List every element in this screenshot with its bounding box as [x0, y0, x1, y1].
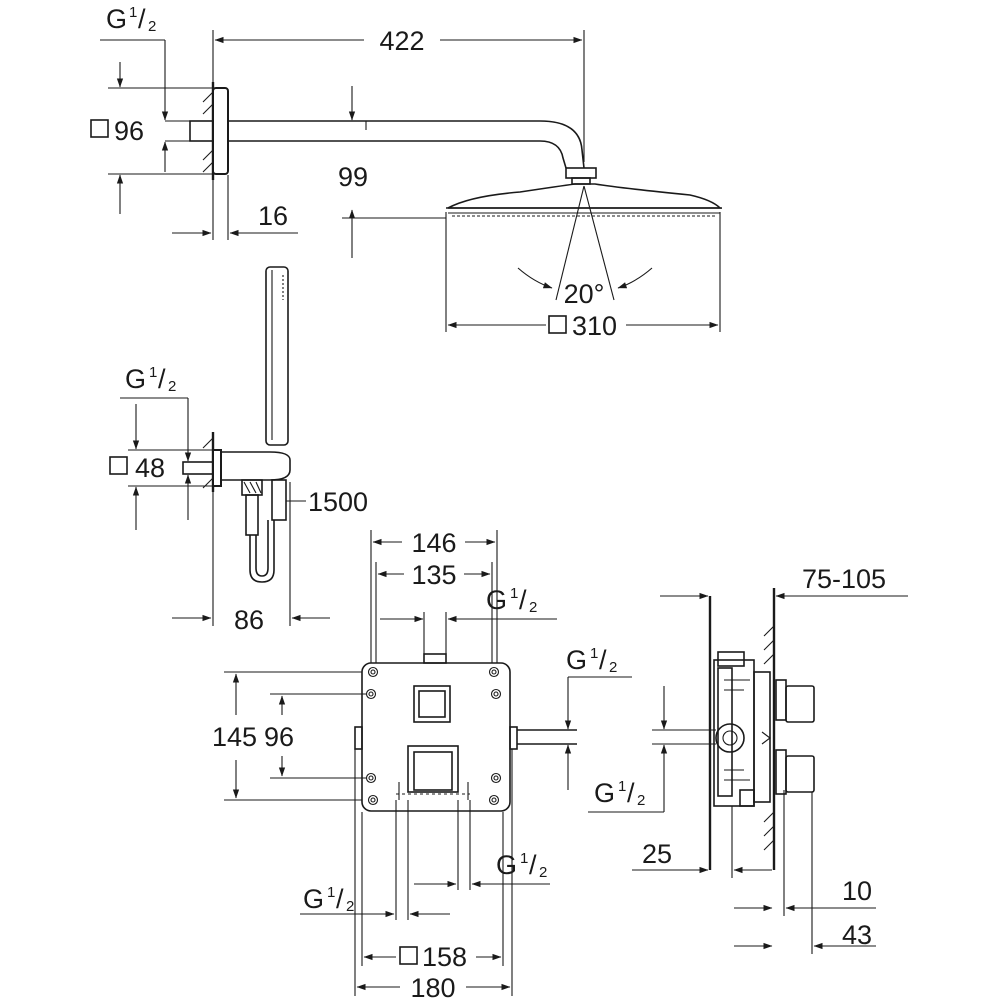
plate-outer-label: 180: [410, 973, 455, 1000]
side-plate-label: 10: [842, 876, 872, 906]
flange-hand-label: 48: [135, 453, 165, 483]
offset-height-label: 99: [338, 162, 368, 192]
box-width-outer-label: 146: [411, 528, 456, 558]
thread-hand-label: G: [125, 364, 146, 394]
svg-text:/: /: [158, 364, 166, 394]
plate-size-label: 158: [422, 942, 467, 972]
hand-depth-label: 86: [234, 605, 264, 635]
flange-head-label: 96: [114, 116, 144, 146]
thread-hand-sub: 2: [168, 378, 176, 395]
square-symbol-icon: [548, 315, 567, 334]
thread-box-right-sub: 2: [609, 659, 617, 676]
thread-side-sup: 1: [618, 778, 626, 795]
thread-box-top-sup: 1: [510, 585, 518, 602]
thread-side-sub: 2: [637, 792, 645, 809]
head-angle-label: 20°: [564, 279, 605, 309]
thread-box-top-sub: 2: [529, 599, 537, 616]
thread-box-top-label: G: [486, 585, 507, 615]
overall-width-label: 422: [379, 26, 424, 56]
wall-range-label: 75-105: [802, 564, 886, 594]
head-size-label: 310: [572, 311, 617, 341]
side-depth-label: 25: [642, 839, 672, 869]
thread-hand-sup: 1: [149, 364, 157, 381]
side-total-label: 43: [842, 920, 872, 950]
svg-text:/: /: [627, 778, 635, 808]
head-shower-view: 422 G 1 / 2 96 99 16 20°: [90, 4, 722, 341]
svg-text:/: /: [519, 585, 527, 615]
wall-gap-label: 16: [258, 201, 288, 231]
thread-box-right-sup: 1: [590, 645, 598, 662]
hand-shower-view: 1500 G 1 / 2 48 86: [109, 266, 368, 635]
box-height-inner-label: 96: [264, 722, 294, 752]
square-symbol-icon: [109, 456, 128, 475]
thread-box-left-sub: 2: [346, 898, 354, 915]
hose-length-label: 1500: [308, 487, 368, 517]
thread-box-left-label: G: [303, 884, 324, 914]
svg-text:/: /: [138, 4, 146, 34]
box-front-view: 146 135 G 1 / 2 G 1 / 2 145 96: [212, 528, 632, 1000]
thread-box-right-label: G: [566, 645, 587, 675]
square-symbol-icon: [90, 119, 109, 138]
thread-head-label: G: [106, 4, 127, 34]
thread-box-bottom-sub: 2: [539, 864, 547, 881]
thread-head-sub: 2: [148, 18, 156, 35]
square-symbol-icon: [399, 946, 418, 965]
thread-box-left-sup: 1: [327, 884, 335, 901]
box-height-label: 145: [212, 722, 257, 752]
box-width-inner-label: 135: [411, 560, 456, 590]
svg-text:/: /: [529, 850, 537, 880]
box-side-view: 75-105 G 1 / 2 25 10 43: [588, 564, 908, 954]
thread-box-bottom-label: G: [496, 850, 517, 880]
thread-box-bottom-sup: 1: [520, 850, 528, 867]
thread-head-sup: 1: [129, 4, 137, 21]
svg-text:/: /: [599, 645, 607, 675]
svg-text:/: /: [336, 884, 344, 914]
thread-side-label: G: [594, 778, 615, 808]
